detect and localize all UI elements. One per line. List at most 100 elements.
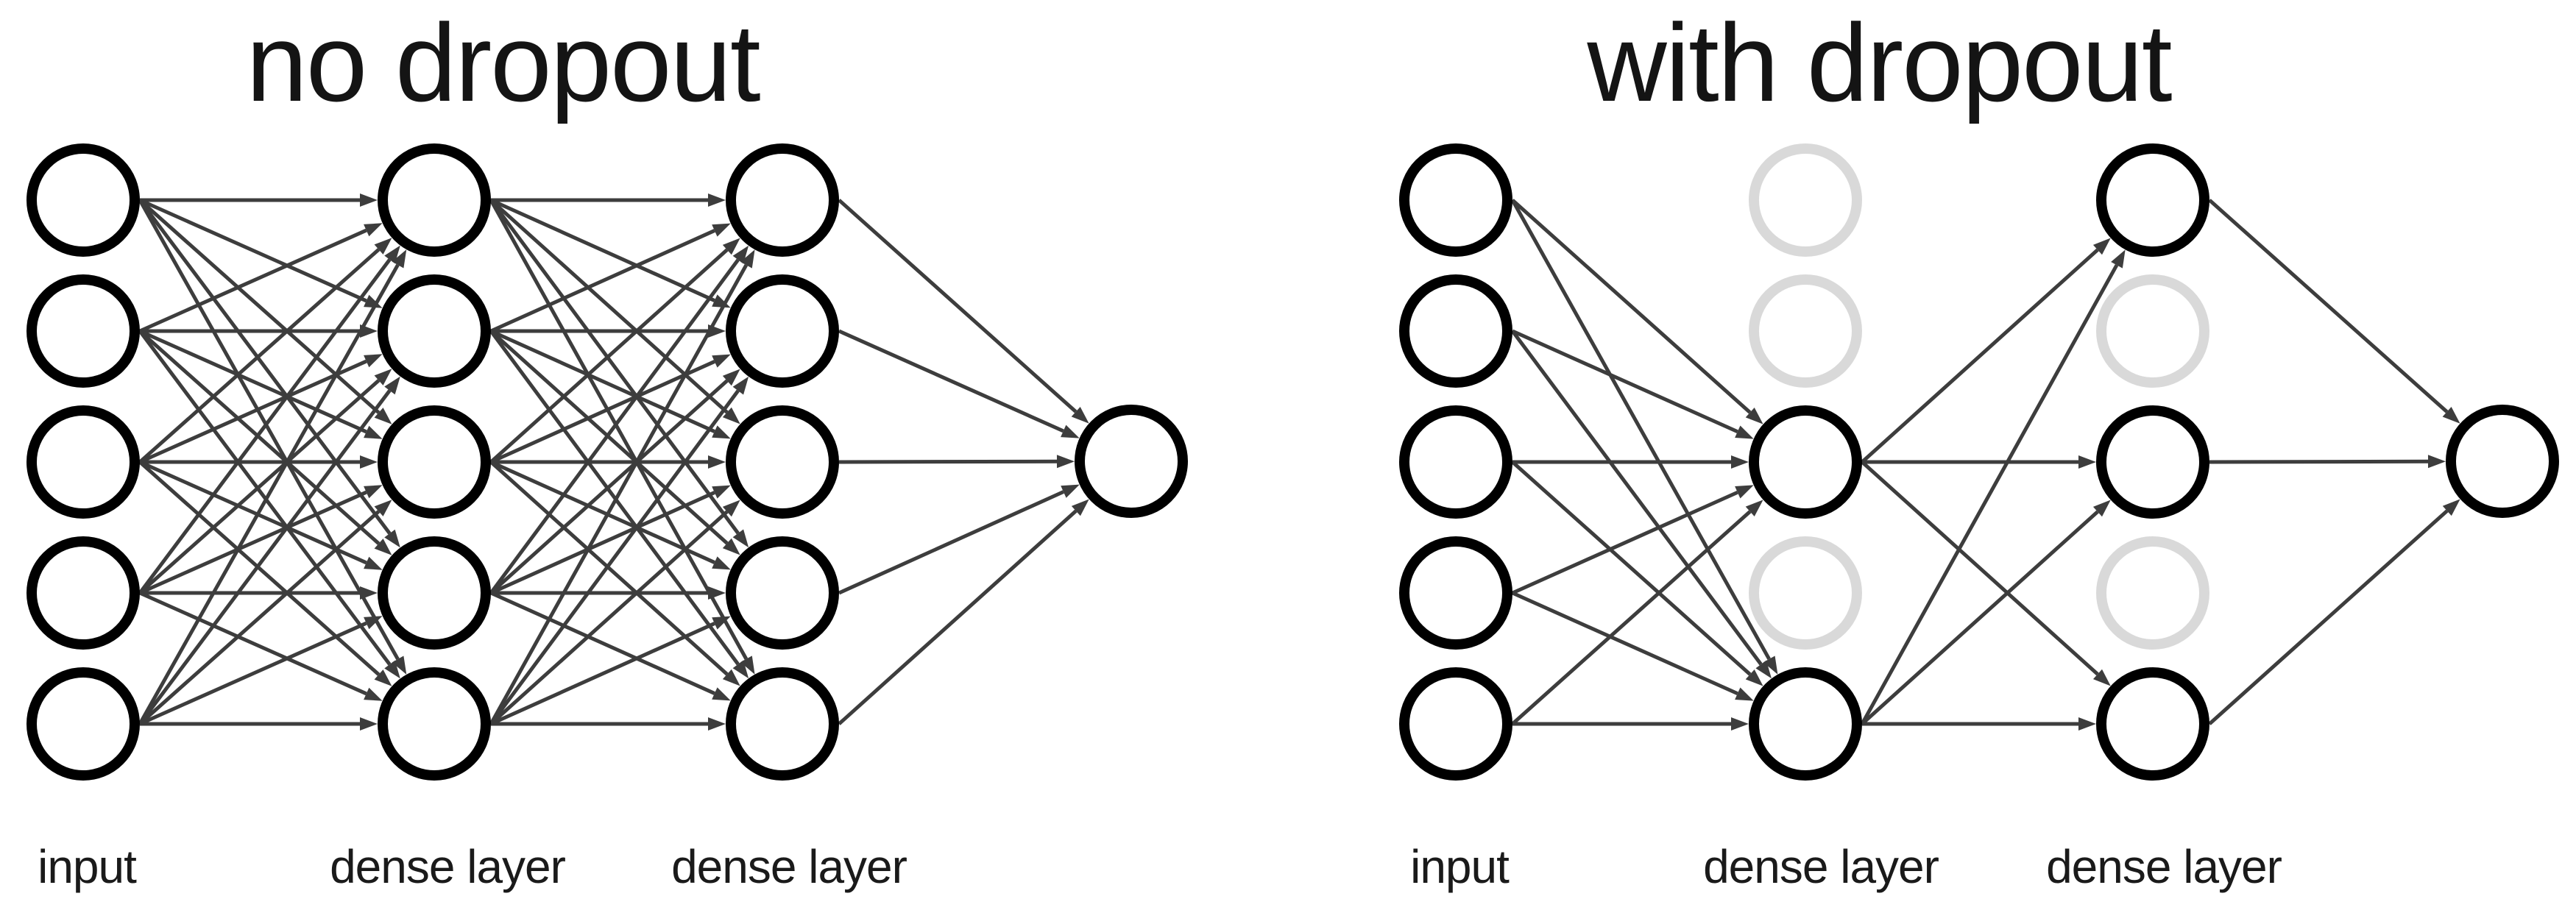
- edge-input-1-to-dense-layer-1-1-arrowhead-icon: [360, 193, 378, 207]
- edge-input-1-to-dense-layer-1-3-arrowhead-icon: [1745, 407, 1763, 424]
- node-no-dropout-input-2: [26, 274, 140, 388]
- node-no-dropout-dense-layer-1-3: [378, 405, 491, 519]
- node-with-dropout-dense-layer-2-1: [2096, 143, 2209, 257]
- edge-input-4-to-dense-layer-1-5-arrowhead-icon: [1735, 687, 1754, 701]
- edge-dense-layer-1-3-to-dense-layer-2-5-arrowhead-icon: [722, 669, 740, 686]
- label-dense-layer-2-right: dense layer: [2046, 840, 2282, 893]
- node-with-dropout-input-4: [1399, 536, 1512, 650]
- edge-dense-layer-1-3-to-dense-layer-2-1-arrowhead-icon: [2092, 238, 2111, 255]
- node-with-dropout-dense-layer-2-4-dropped: [2096, 536, 2209, 650]
- edge-input-4-to-dense-layer-1-2: [138, 379, 381, 594]
- edge-dense-layer-2-1-to-output-1-arrowhead-icon: [1071, 406, 1089, 424]
- node-with-dropout-dense-layer-1-4-dropped: [1749, 536, 1862, 650]
- edge-input-4-to-dense-layer-1-3: [138, 490, 367, 595]
- edge-input-1-to-dense-layer-1-5-arrowhead-icon: [1763, 655, 1778, 675]
- edge-input-1-to-dense-layer-1-5-arrowhead-icon: [392, 655, 407, 675]
- edge-input-1-to-dense-layer-1-2-arrowhead-icon: [364, 294, 383, 308]
- edge-input-3-to-dense-layer-1-1: [138, 248, 381, 463]
- edge-dense-layer-1-3-to-dense-layer-2-1: [1861, 248, 2099, 463]
- edge-input-3-to-dense-layer-1-2-arrowhead-icon: [364, 354, 383, 368]
- edge-input-3-to-dense-layer-1-5-arrowhead-icon: [374, 669, 392, 686]
- edge-input-4-to-dense-layer-1-4-arrowhead-icon: [360, 586, 378, 600]
- edge-dense-layer-1-3-to-dense-layer-2-5: [489, 461, 729, 676]
- edge-dense-layer-2-5-to-output-1-arrowhead-icon: [1071, 499, 1089, 516]
- node-with-dropout-output-1: [2446, 405, 2559, 518]
- title-no-dropout: no dropout: [246, 1, 760, 124]
- edge-dense-layer-1-5-to-dense-layer-2-3-arrowhead-icon: [2092, 500, 2111, 517]
- edge-dense-layer-1-3-to-dense-layer-2-1: [489, 248, 729, 463]
- edge-dense-layer-1-3-to-dense-layer-2-5: [1861, 461, 2099, 676]
- edge-input-5-to-dense-layer-1-4: [138, 621, 367, 726]
- edge-dense-layer-1-1-to-dense-layer-2-3: [489, 199, 729, 414]
- node-no-dropout-dense-layer-1-2: [378, 274, 491, 388]
- edge-dense-layer-1-5-to-dense-layer-2-4: [489, 622, 715, 726]
- edge-input-5-to-dense-layer-1-5-arrowhead-icon: [360, 717, 378, 731]
- edge-dense-layer-2-5-to-output-1: [2208, 509, 2449, 725]
- edge-input-5-to-dense-layer-1-3: [138, 510, 381, 725]
- edge-dense-layer-2-4-to-output-1: [838, 490, 1064, 595]
- edge-input-5-to-dense-layer-1-2: [138, 389, 392, 725]
- edge-dense-layer-2-3-to-output-1-arrowhead-icon: [2427, 455, 2446, 469]
- edge-dense-layer-1-2-to-dense-layer-2-3-arrowhead-icon: [712, 425, 731, 439]
- edge-dense-layer-1-2-to-dense-layer-2-5: [489, 330, 740, 666]
- node-no-dropout-dense-layer-2-1: [726, 143, 839, 257]
- edge-input-5-to-dense-layer-1-1-arrowhead-icon: [392, 249, 407, 269]
- edge-input-3-to-dense-layer-1-4: [138, 460, 367, 565]
- edge-input-2-to-dense-layer-1-5: [1510, 330, 1763, 666]
- edge-dense-layer-1-2-to-dense-layer-2-5-arrowhead-icon: [732, 660, 749, 679]
- edge-dense-layer-2-2-to-output-1-arrowhead-icon: [1061, 424, 1080, 438]
- label-input-left: input: [38, 840, 137, 893]
- node-no-dropout-input-3: [26, 405, 140, 519]
- edge-input-4-to-dense-layer-1-3-arrowhead-icon: [364, 485, 383, 499]
- label-input-right: input: [1410, 840, 1510, 893]
- node-with-dropout-dense-layer-2-3: [2096, 405, 2209, 519]
- node-no-dropout-dense-layer-1-5: [378, 667, 491, 781]
- edge-dense-layer-2-1-to-output-1-arrowhead-icon: [2442, 407, 2460, 424]
- edge-dense-layer-1-2-to-dense-layer-2-1-arrowhead-icon: [712, 223, 731, 237]
- node-no-dropout-input-1: [26, 143, 140, 257]
- edge-input-5-to-dense-layer-1-3: [1511, 510, 1752, 725]
- node-no-dropout-output-1: [1075, 405, 1188, 518]
- edge-input-2-to-dense-layer-1-1: [138, 228, 367, 333]
- edge-dense-layer-1-4-to-dense-layer-2-3-arrowhead-icon: [712, 485, 731, 499]
- edge-input-2-to-dense-layer-1-5: [138, 330, 392, 666]
- edge-input-2-to-dense-layer-1-3: [1511, 329, 1738, 434]
- label-dense-layer-1-right: dense layer: [1703, 840, 1939, 893]
- edge-input-5-to-dense-layer-1-5-arrowhead-icon: [1731, 717, 1749, 731]
- node-no-dropout-dense-layer-2-5: [726, 667, 839, 781]
- edge-input-3-to-dense-layer-1-3-arrowhead-icon: [360, 455, 378, 469]
- edge-dense-layer-1-5-to-dense-layer-2-1: [489, 264, 749, 725]
- edge-input-1-to-dense-layer-1-4: [138, 199, 392, 535]
- node-with-dropout-input-2: [1399, 274, 1512, 388]
- edge-dense-layer-1-5-to-dense-layer-2-3-arrowhead-icon: [722, 500, 740, 517]
- edge-dense-layer-2-5-to-output-1: [838, 509, 1078, 725]
- edge-dense-layer-1-3-to-dense-layer-2-4-arrowhead-icon: [712, 556, 731, 570]
- edge-input-4-to-dense-layer-1-2-arrowhead-icon: [374, 369, 392, 385]
- edge-input-1-to-dense-layer-1-4-arrowhead-icon: [384, 529, 400, 548]
- node-with-dropout-dense-layer-1-1-dropped: [1749, 143, 1862, 257]
- edge-dense-layer-1-5-to-dense-layer-2-2-arrowhead-icon: [732, 376, 749, 395]
- node-with-dropout-dense-layer-2-2-dropped: [2096, 274, 2209, 388]
- edge-dense-layer-1-2-to-dense-layer-2-4-arrowhead-icon: [722, 538, 740, 555]
- edge-dense-layer-2-5-to-output-1-arrowhead-icon: [2442, 499, 2460, 516]
- edge-input-2-to-dense-layer-1-3-arrowhead-icon: [364, 425, 383, 439]
- edge-input-1-to-dense-layer-1-3: [1511, 199, 1752, 414]
- edge-input-4-to-dense-layer-1-5: [138, 591, 367, 696]
- edge-dense-layer-2-2-to-output-1: [838, 329, 1064, 433]
- edge-dense-layer-1-5-to-dense-layer-2-3: [1861, 510, 2099, 725]
- edge-input-2-to-dense-layer-1-1-arrowhead-icon: [364, 223, 383, 237]
- edge-dense-layer-1-5-to-dense-layer-2-5-arrowhead-icon: [708, 717, 726, 731]
- edge-dense-layer-1-5-to-dense-layer-2-3: [489, 510, 729, 725]
- edge-input-1-to-dense-layer-1-3: [138, 199, 381, 414]
- edge-dense-layer-1-1-to-dense-layer-2-5-arrowhead-icon: [740, 655, 755, 675]
- edge-input-4-to-dense-layer-1-3-arrowhead-icon: [1735, 485, 1754, 499]
- edge-dense-layer-1-2-to-dense-layer-2-1: [489, 229, 715, 333]
- edge-dense-layer-1-1-to-dense-layer-2-2: [489, 198, 715, 302]
- edge-dense-layer-1-2-to-dense-layer-2-4: [489, 330, 729, 545]
- edge-input-1-to-dense-layer-1-2: [138, 198, 367, 303]
- node-with-dropout-input-5: [1399, 667, 1512, 781]
- edge-input-1-to-dense-layer-1-5: [138, 199, 400, 661]
- edge-dense-layer-1-3-to-dense-layer-2-2: [489, 360, 715, 464]
- edge-dense-layer-2-3-to-output-1-arrowhead-icon: [1056, 455, 1075, 469]
